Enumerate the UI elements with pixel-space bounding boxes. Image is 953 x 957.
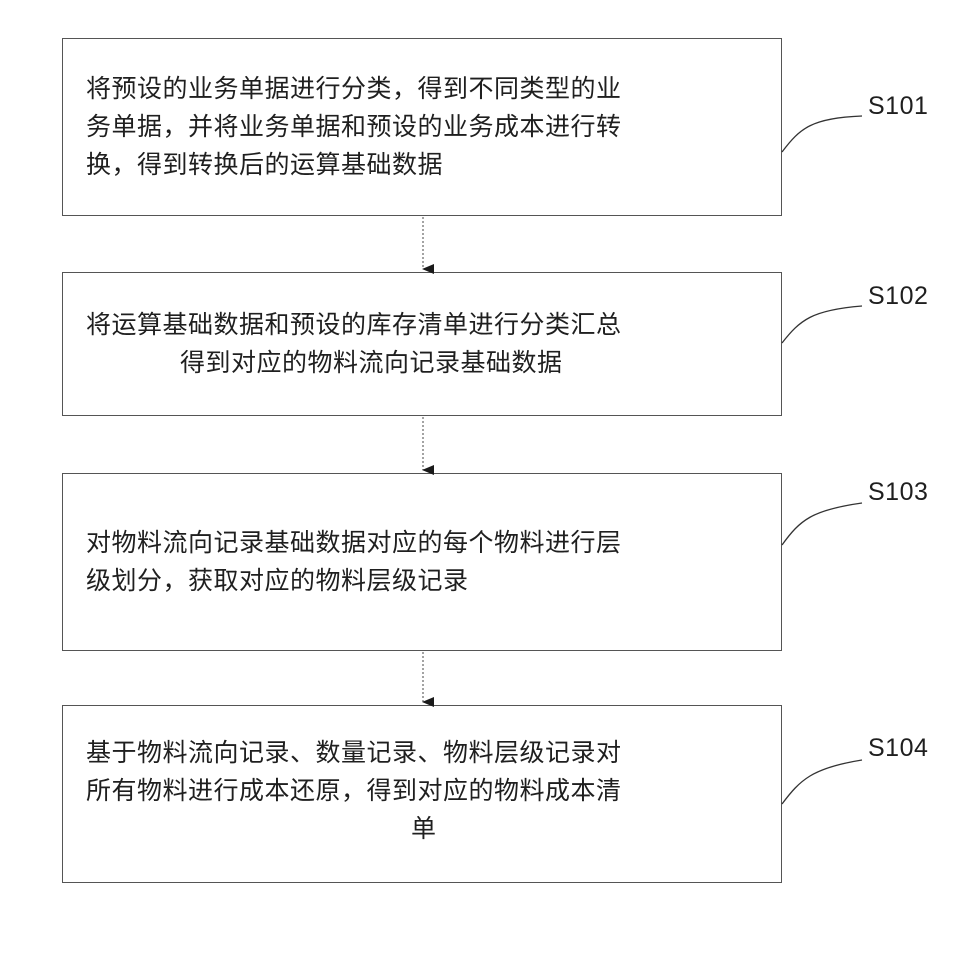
leader-s104: [782, 760, 862, 804]
leader-s101: [782, 116, 862, 152]
leader-s103: [782, 503, 862, 545]
leader-s102: [782, 306, 862, 343]
